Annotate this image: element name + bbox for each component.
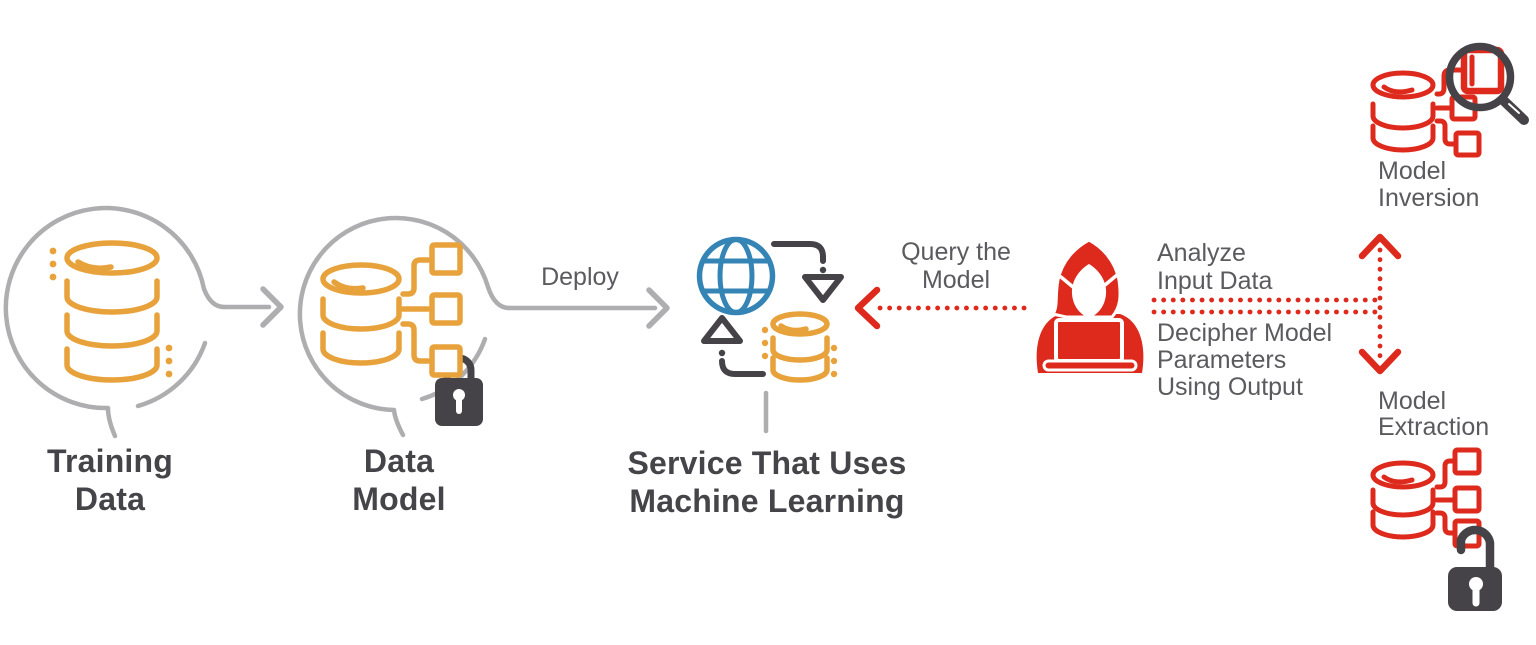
lock-icon <box>435 378 483 426</box>
attack-connectors <box>1151 233 1402 375</box>
laptop-base <box>1042 359 1138 372</box>
red-database-tree <box>1370 46 1505 158</box>
data-model-node <box>297 215 670 438</box>
red-database-tree <box>1370 447 1482 549</box>
analyze-input-label: Analyze Input Data <box>1157 239 1273 295</box>
arrow-up-icon <box>701 315 766 377</box>
training-data-label: Training Data <box>46 443 174 517</box>
data-model-icon <box>320 242 483 426</box>
laptop-screen <box>1054 318 1124 363</box>
hacker-face <box>1071 264 1107 318</box>
model-extraction-icon <box>1370 447 1502 611</box>
arrow-head-left <box>854 286 881 330</box>
globe-icon <box>696 236 776 316</box>
training-to-model-arrow <box>221 286 284 328</box>
arrow-head-down <box>1358 348 1402 375</box>
training-node <box>3 205 284 439</box>
model-inversion-icon <box>1370 42 1529 158</box>
tree-squares <box>429 242 463 378</box>
model-inversion-label: Model Inversion <box>1378 157 1480 212</box>
magnifier-icon <box>1445 42 1529 125</box>
arrow-head-up <box>1358 233 1402 260</box>
arrow-head <box>260 286 284 328</box>
database-dots <box>761 326 838 378</box>
hacker-icon <box>1036 238 1144 373</box>
query-arrow <box>854 286 1029 330</box>
training-circle <box>3 205 227 439</box>
decipher-params-label: Decipher Model Parameters Using Output <box>1157 319 1333 401</box>
data-model-label: Data Model <box>352 443 446 517</box>
unlocked-lock-icon <box>1448 525 1502 611</box>
query-model-label: Query the Model <box>901 238 1011 294</box>
deploy-label: Deploy <box>541 263 619 291</box>
deploy-arrow <box>506 287 670 329</box>
tree-connectors <box>400 257 431 364</box>
service-database-icon <box>761 311 838 383</box>
arrow-down-icon <box>771 241 844 303</box>
training-database-icon <box>49 240 173 383</box>
service-node <box>696 236 844 434</box>
model-extraction-label: Model Extraction <box>1378 387 1490 441</box>
service-label: Service That Uses Machine Learning <box>627 445 907 519</box>
database-dots <box>49 247 173 378</box>
arrow-head <box>646 287 670 329</box>
